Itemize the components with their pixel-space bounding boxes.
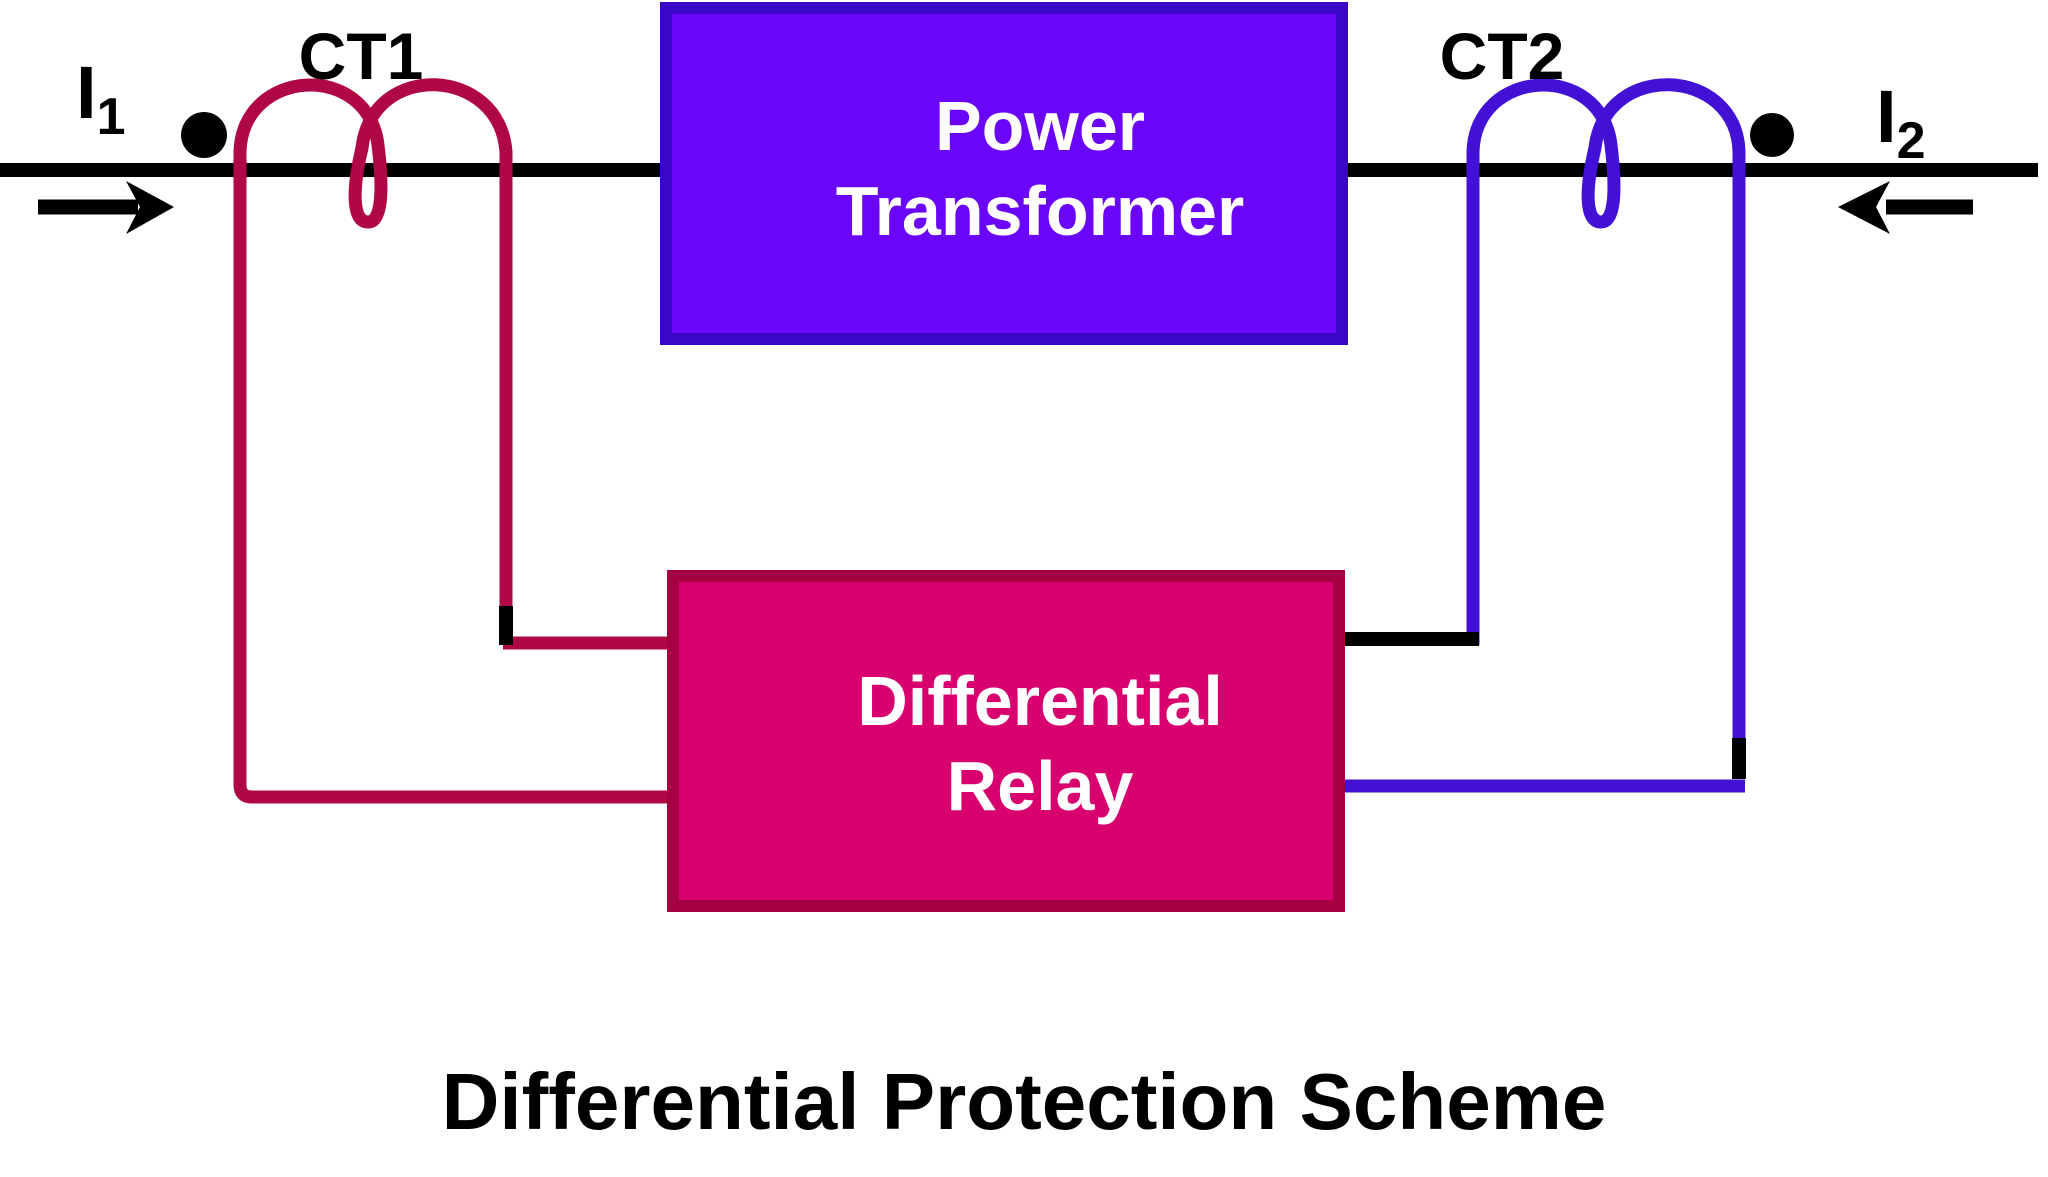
diagram-title: Differential Protection Scheme (441, 1057, 1607, 1146)
polarity-dot-ct1 (181, 112, 227, 158)
ct2-coil (1466, 78, 1746, 742)
current-i1-label: I1 (76, 50, 125, 147)
ct1-coil (233, 78, 672, 804)
differential-relay-box (667, 570, 1345, 912)
current-i2-label: I2 (1876, 74, 1925, 171)
power-transformer-box (660, 2, 1348, 345)
differential-relay-label: Differential Relay (540, 659, 1540, 829)
current-i2-symbol: I (1876, 75, 1897, 158)
current-i1-symbol: I (76, 51, 97, 134)
ct2-label: CT2 (1439, 19, 1565, 93)
differential-relay-label-line1: Differential (857, 662, 1223, 740)
polarity-dot-ct2 (1750, 113, 1794, 157)
current-i2-subscript: 2 (1896, 112, 1926, 170)
ct1-label: CT1 (298, 19, 424, 93)
current-arrow-right-flow (38, 181, 174, 234)
power-transformer-label-line2: Transformer (835, 172, 1245, 250)
power-transformer-label-line1: Power (934, 87, 1146, 165)
current-arrow-left-flow (1838, 181, 1973, 234)
arrowhead-right-icon (126, 181, 174, 234)
arrowhead-left-icon (1838, 181, 1890, 234)
current-i1-subscript: 1 (96, 88, 126, 146)
power-transformer-label: Power Transformer (540, 84, 1540, 254)
differential-relay-label-line2: Relay (946, 747, 1134, 825)
